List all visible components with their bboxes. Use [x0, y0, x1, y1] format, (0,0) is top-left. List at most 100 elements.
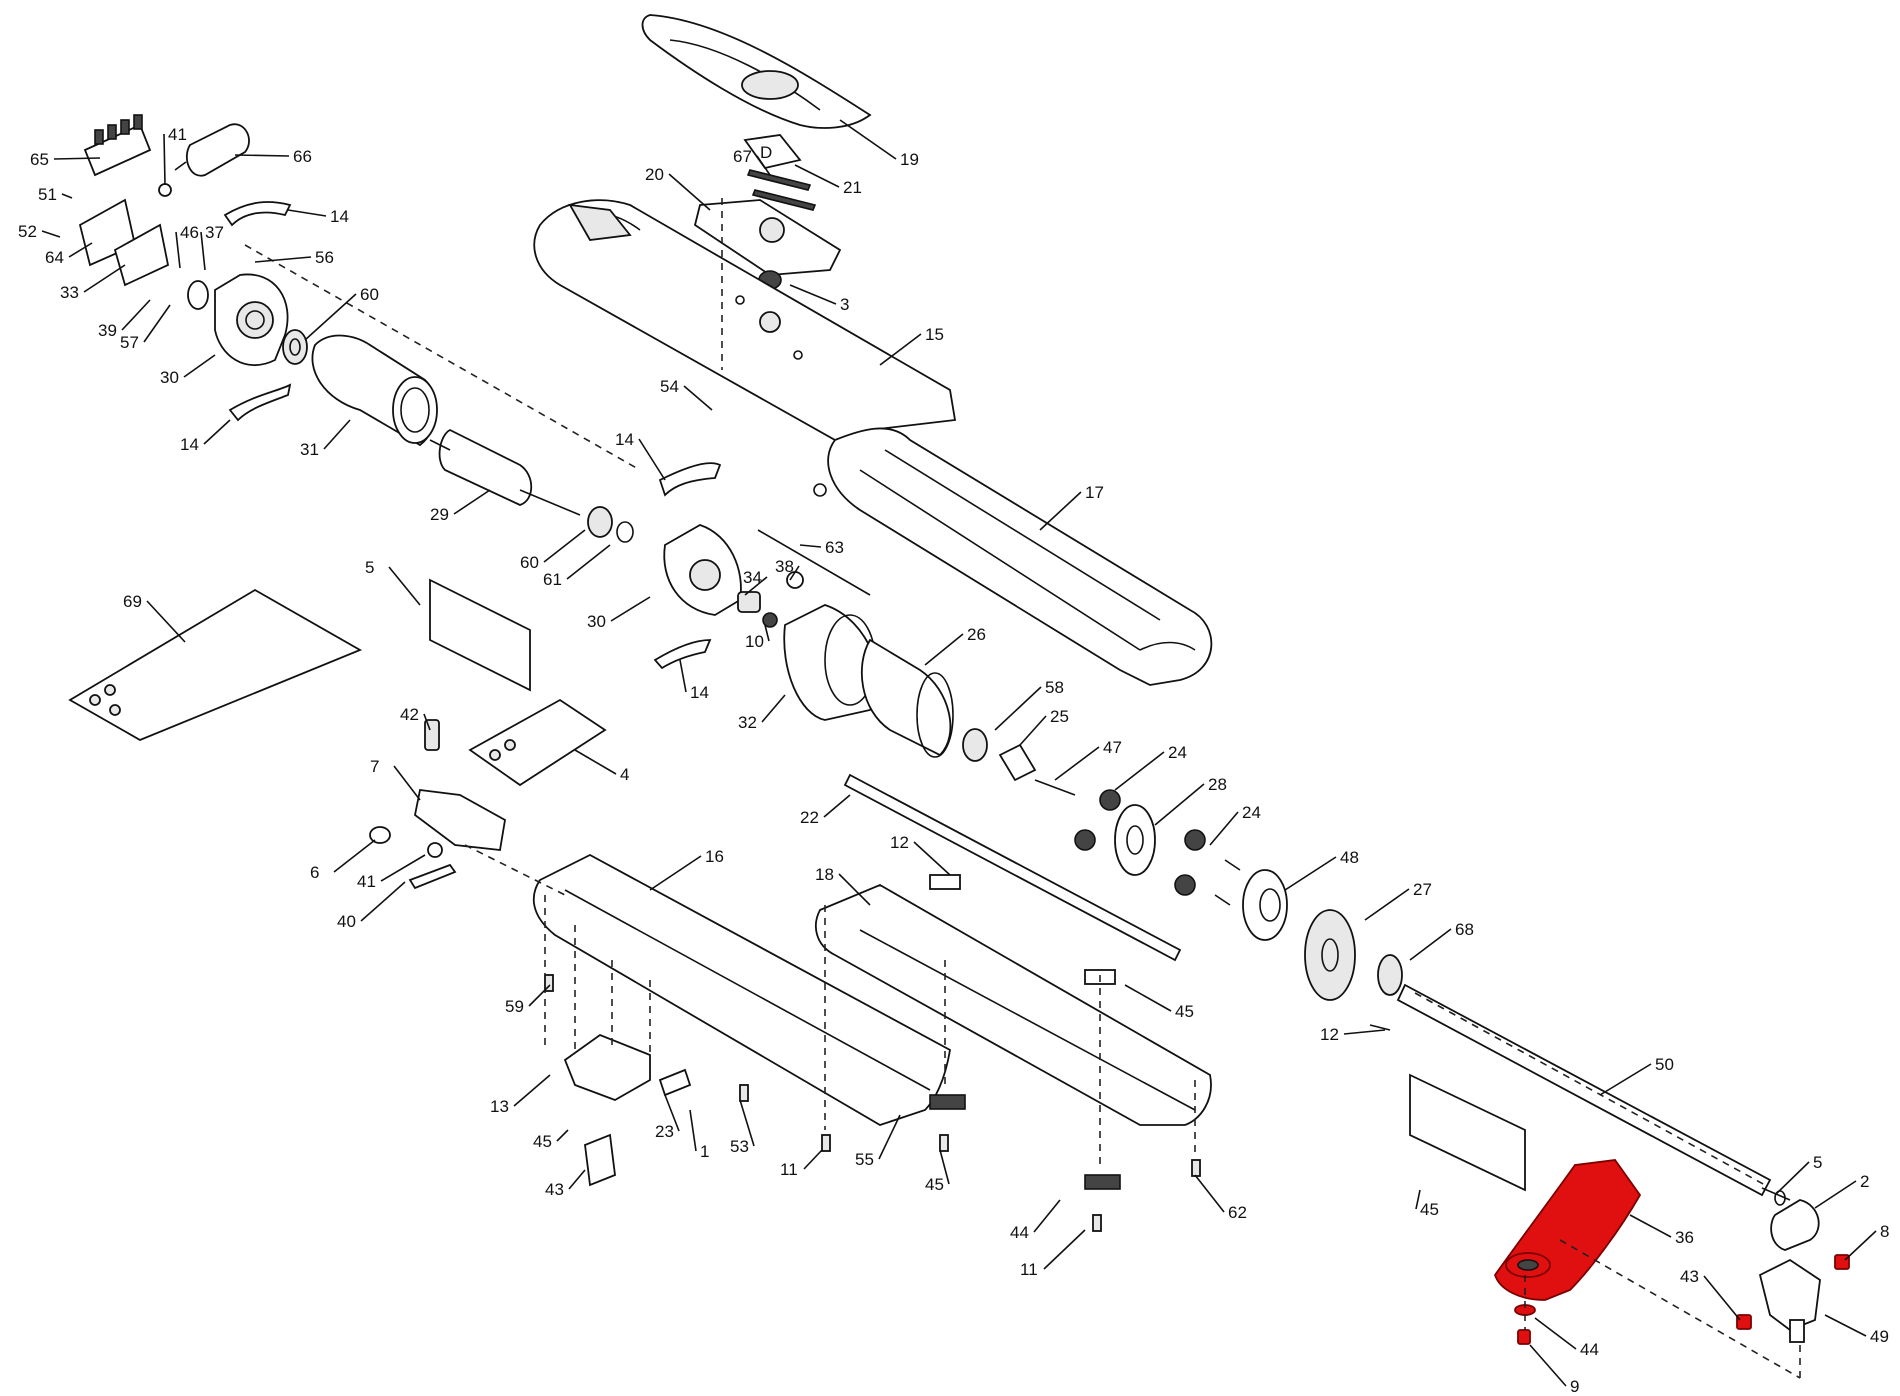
leader-line-21 [794, 164, 840, 188]
callout-label-8: 8 [1880, 1222, 1889, 1241]
leader-line-66 [234, 154, 290, 157]
part-43-screws [939, 1134, 1102, 1232]
callout-label-33: 33 [60, 283, 79, 302]
leader-line-40 [360, 881, 406, 922]
callout-label-15: 15 [925, 325, 944, 344]
callout-label-28: 28 [1208, 775, 1227, 794]
part-5-plate-b [1409, 1073, 1526, 1192]
callout-label-43: 43 [545, 1180, 564, 1199]
leader-line-18 [838, 873, 871, 906]
leader-line-60 [304, 293, 357, 341]
leader-line-45 [556, 1129, 569, 1142]
callout-label-17: 17 [1085, 483, 1104, 502]
callout-label-16: 16 [705, 847, 724, 866]
callout-label-45: 45 [1420, 1200, 1439, 1219]
callout-label-5: 5 [365, 558, 374, 577]
callout-label-24: 24 [1242, 803, 1261, 822]
leader-line-41 [380, 854, 426, 882]
part-63-rod [757, 529, 871, 596]
leader-line-30 [183, 354, 216, 378]
leader-line-30 [610, 596, 651, 622]
callout-label-22: 22 [800, 808, 819, 827]
callout-label-30: 30 [160, 368, 179, 387]
part-14-clip-b [228, 383, 292, 422]
part-5-plate-a [429, 578, 531, 692]
part-41-nut-top [158, 183, 172, 197]
callout-label-34: 34 [743, 568, 762, 587]
leader-line-43 [1703, 1275, 1741, 1321]
leader-line-49 [1824, 1314, 1867, 1337]
leader-line-67 [756, 155, 771, 176]
leader-line-60 [543, 529, 586, 563]
leader-line-45 [939, 1149, 950, 1185]
callout-label-20: 20 [645, 165, 664, 184]
leader-line-1 [689, 1109, 697, 1152]
callout-label-24: 24 [1168, 743, 1187, 762]
part-6-bushing [369, 826, 391, 844]
part-50-pin [1369, 1024, 1391, 1031]
leader-line-55 [878, 1114, 901, 1160]
leader-line-17 [1039, 491, 1082, 531]
leader-line-14 [203, 419, 231, 445]
leader-line-15 [879, 333, 922, 366]
part-20-plate [693, 199, 842, 276]
leader-line-2 [1814, 1180, 1857, 1209]
leader-line-44 [1534, 1317, 1577, 1350]
leader-line-31 [323, 419, 351, 450]
callout-label-11: 11 [1020, 1260, 1038, 1279]
part-22-rail [843, 773, 1182, 962]
callout-label-45: 45 [1175, 1002, 1194, 1021]
leader-line-58 [994, 686, 1042, 731]
leader-line-47 [1054, 746, 1100, 781]
callout-label-18: 18 [815, 865, 834, 884]
callout-label-11: 11 [780, 1160, 798, 1179]
leader-line-65 [53, 157, 101, 160]
part-28-carrier [1114, 804, 1156, 876]
part-68-wheel [1304, 909, 1356, 1001]
callout-label-1: 1 [700, 1142, 709, 1161]
callout-label-65: 65 [30, 150, 49, 169]
callout-label-61: 61 [543, 570, 562, 589]
callout-label-30: 30 [587, 612, 606, 631]
part-61-ring [616, 521, 634, 543]
callout-label-62: 62 [1228, 1203, 1247, 1222]
leader-line-32 [761, 694, 786, 723]
leader-line-12 [1343, 1029, 1386, 1035]
callout-label-51: 51 [38, 185, 57, 204]
leader-line-38 [789, 565, 800, 581]
leader-line-45 [1124, 984, 1172, 1012]
leader-line-50 [1599, 1063, 1652, 1096]
leader-line-11 [803, 1149, 823, 1170]
part-59-bearing [1377, 954, 1403, 996]
leader-line-6 [333, 839, 376, 873]
leader-line-16 [649, 855, 702, 891]
part-47-pin [1034, 779, 1076, 796]
leader-line-24 [1114, 751, 1165, 791]
part-65-terminal-block [83, 114, 152, 177]
part-26-sleeve [860, 638, 954, 758]
leader-line-5 [388, 566, 421, 606]
callout-label-42: 42 [400, 705, 419, 724]
leader-line-42 [423, 713, 431, 731]
callout-label-31: 31 [300, 440, 319, 459]
callout-label-57: 57 [120, 333, 139, 352]
part-30-gear-flange [663, 524, 742, 616]
leader-line-43 [568, 1169, 586, 1190]
part-62-fitting [584, 1133, 616, 1187]
callout-label-14: 14 [615, 430, 634, 449]
part-32-ring-gear [783, 604, 879, 721]
callout-label-43: 43 [1680, 1267, 1699, 1286]
leader-line-53 [739, 1099, 755, 1147]
part-14-clip-a [223, 201, 292, 227]
leader-line-26 [924, 633, 964, 666]
part-27-hub [1242, 869, 1288, 941]
callout-label-38: 38 [775, 557, 794, 576]
leader-line-69 [146, 600, 186, 643]
callout-label-10: 10 [745, 632, 764, 651]
callout-label-5: 5 [1813, 1153, 1822, 1172]
callout-label-40: 40 [337, 912, 356, 931]
leader-line-3 [789, 284, 837, 305]
leader-line-36 [1629, 1214, 1672, 1238]
svg-text:D: D [760, 143, 772, 162]
